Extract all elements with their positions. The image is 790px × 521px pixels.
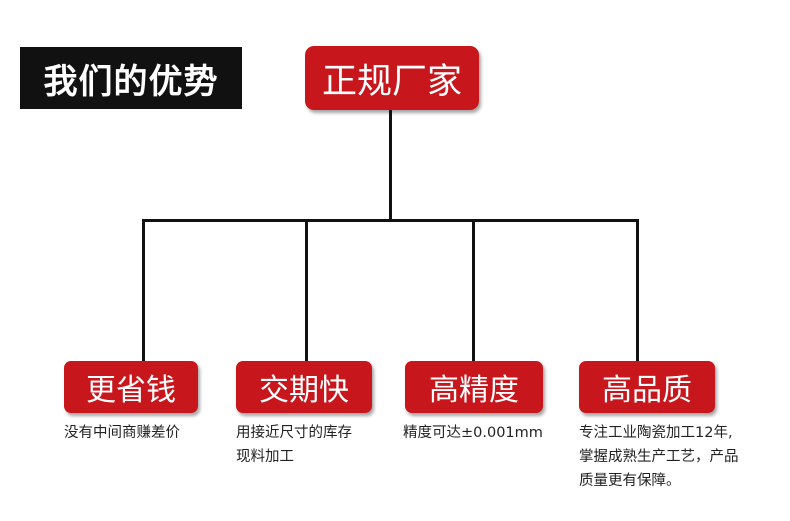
desc-high-quality: 专注工业陶瓷加工12年, 掌握成熟生产工艺，产品 质量更有保障。 — [579, 425, 739, 489]
node-high-quality: 高品质 — [579, 361, 715, 413]
connector-bar — [142, 219, 639, 222]
desc-fast-delivery: 用接近尺寸的库存 现料加工 — [236, 425, 352, 465]
node-fast-delivery: 交期快 — [236, 361, 372, 413]
desc-high-precision: 精度可达±0.001mm — [403, 425, 543, 441]
node-high-precision: 高精度 — [405, 361, 543, 413]
root-node: 正规厂家 — [305, 46, 479, 110]
section-title: 我们的优势 — [20, 47, 242, 109]
connector-branch-2 — [305, 219, 308, 362]
connector-branch-4 — [636, 219, 639, 362]
desc-cheaper: 没有中间商赚差价 — [64, 425, 180, 441]
node-cheaper: 更省钱 — [64, 361, 198, 413]
connector-trunk — [389, 110, 392, 220]
connector-branch-1 — [142, 219, 145, 362]
connector-branch-3 — [472, 219, 475, 362]
